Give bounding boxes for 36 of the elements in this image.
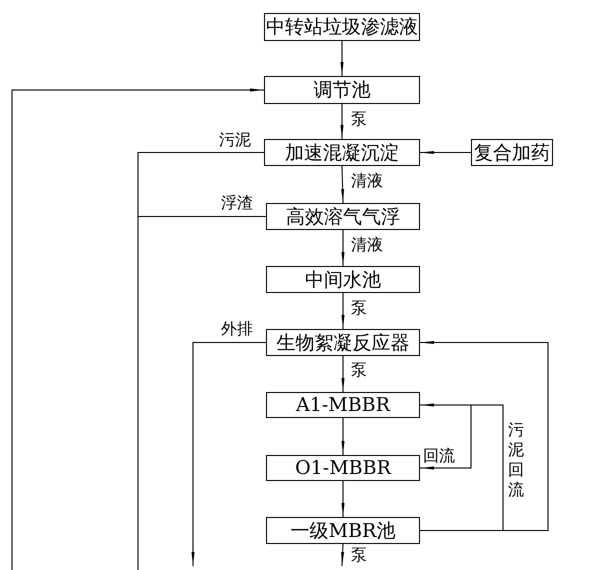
arrow [342, 480, 344, 518]
process-box: 复合加药 [471, 139, 553, 166]
edge-label: 污泥回流 [508, 420, 525, 500]
edge-label: 泵 [350, 546, 368, 564]
process-box: O1-MBBR [266, 455, 420, 481]
arrow [341, 544, 344, 566]
process-box: 中转站垃圾渗滤液 [264, 13, 420, 41]
arrow [342, 292, 344, 330]
edge-label: 泵 [350, 361, 368, 379]
edge-label: 泵 [350, 110, 368, 128]
edge-label: 污泥 [218, 131, 252, 149]
process-box: A1-MBBR [266, 392, 420, 418]
process-box: 一级MBR池 [266, 517, 420, 544]
edge-label: 清液 [350, 236, 384, 254]
arrow [342, 230, 344, 266]
arrow [192, 342, 266, 566]
arrow [420, 341, 548, 531]
arrow [420, 404, 504, 531]
edge-label: 泵 [350, 299, 368, 317]
edge-label: 外排 [220, 320, 254, 338]
edge-label: 浮渣 [220, 194, 254, 212]
arrow [340, 104, 344, 140]
arrow [340, 40, 344, 76]
edge-label: 清液 [350, 172, 384, 190]
edge-label: 回流 [422, 447, 456, 465]
arrow [420, 151, 472, 154]
process-box: 调节池 [264, 76, 420, 104]
process-box: 高效溶气气浮 [266, 203, 420, 230]
process-box: 生物絮凝反应器 [266, 329, 420, 356]
arrow [12, 88, 264, 570]
process-box: 中间水池 [266, 266, 420, 293]
arrow [342, 356, 344, 392]
arrow [420, 404, 472, 470]
arrow [341, 166, 344, 204]
process-box: 加速混凝沉淀 [264, 139, 420, 166]
arrow [342, 418, 344, 456]
